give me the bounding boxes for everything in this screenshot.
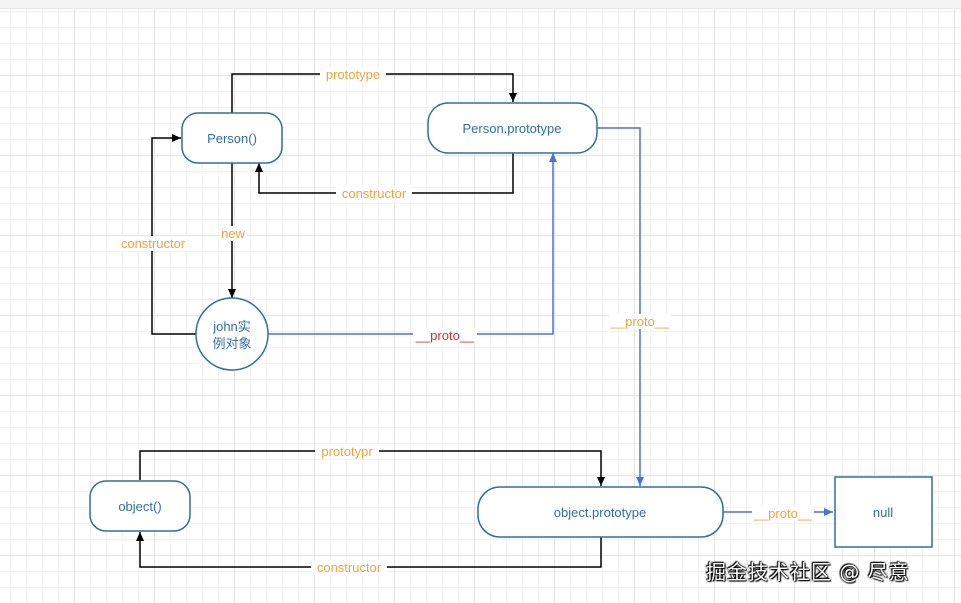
label-person-prototype-proto: __proto__ [610,314,670,329]
label-object-prototype-proto: __proto__ [753,506,813,521]
node-john-label-line1: john实 [212,319,251,334]
node-person-function[interactable]: Person() [181,112,283,164]
node-object-prototype[interactable]: object.prototype [477,486,724,538]
label-new: new [221,226,245,241]
node-person-prototype-label: Person.prototype [462,121,561,136]
node-object-function[interactable]: object() [89,480,191,532]
node-null[interactable]: null [834,476,933,548]
edge-person-prototype-proto [597,127,644,486]
label-prototype: prototype [326,67,380,82]
label-john-proto: __proto__ [415,328,475,343]
node-null-label: null [873,505,893,520]
node-person-function-label: Person() [207,131,257,146]
label-constructor-top: constructor [342,186,407,201]
node-john-label-line2: 例对象 [212,336,251,351]
label-constructor-bottom: constructor [317,560,382,575]
watermark-text: 掘金技术社区 @ 尽意 [706,560,910,584]
node-john-instance[interactable]: john实 例对象 [195,297,269,371]
label-constructor-left: constructor [121,236,186,251]
label-prototypr: prototypr [321,444,373,459]
top-toolbar-strip [0,0,961,9]
node-object-prototype-label: object.prototype [554,505,647,520]
edge-john-proto [268,153,557,335]
node-person-prototype[interactable]: Person.prototype [427,102,598,154]
node-object-function-label: object() [118,499,161,514]
